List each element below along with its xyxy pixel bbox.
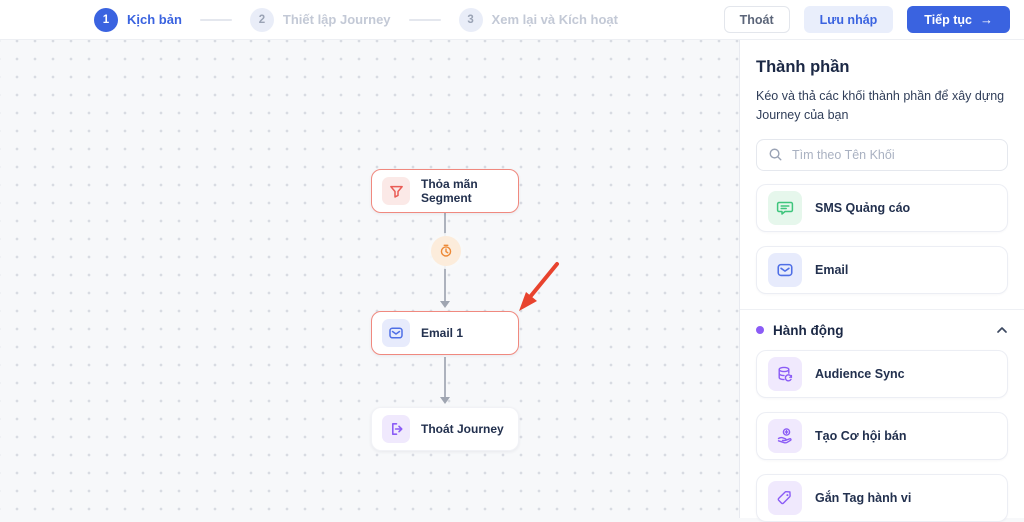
block-label: Audience Sync [815,366,905,381]
section-label: Hành động [773,322,844,338]
exit-button[interactable]: Thoát [723,6,790,33]
connector-line [444,357,446,398]
block-label: Tạo Cơ hội bán [815,428,907,443]
step-xem-lai[interactable]: 3 Xem lại và Kích hoạt [458,7,618,32]
step-2-number: 2 [249,7,274,32]
journey-canvas[interactable]: Thỏa mãn Segment Email 1 Thoát Journey [0,40,739,518]
section-bullet-icon [756,326,764,335]
step-divider [199,18,232,21]
header-actions: Thoát Lưu nháp Tiếp tục → [723,6,1024,33]
connector-arrowhead [440,397,450,404]
delay-icon [440,244,452,257]
funnel-icon [382,177,410,205]
chevron-up-icon[interactable] [996,324,1008,336]
search-icon [769,148,782,161]
step-2-label: Thiết lập Journey [282,12,391,27]
node-label: Email 1 [421,326,464,340]
node-label: Thoát Journey [421,422,504,436]
node-email-1[interactable]: Email 1 [371,311,519,355]
components-panel: Thành phần Kéo và thả các khối thành phầ… [739,40,1024,522]
step-3-label: Xem lại và Kích hoạt [491,12,618,27]
node-segment[interactable]: Thỏa mãn Segment [371,169,519,213]
exit-journey-icon [382,415,410,443]
section-hanh-dong[interactable]: Hành động [756,323,1008,338]
continue-button-label: Tiếp tục [924,12,972,27]
block-sms[interactable]: SMS Quảng cáo [756,183,1008,232]
connector-arrowhead [440,301,450,308]
arrow-right-icon: → [980,12,993,27]
email-icon [768,252,802,287]
block-email[interactable]: Email [756,245,1008,294]
audience-sync-icon [768,356,802,391]
step-thiet-lap-journey[interactable]: 2 Thiết lập Journey [249,7,391,32]
step-1-number: 1 [94,7,118,32]
save-draft-button[interactable]: Lưu nháp [803,6,894,33]
annotation-arrow [519,262,559,311]
block-label: Gắn Tag hành vi [815,490,912,505]
block-gan-tag-hanh-vi[interactable]: Gắn Tag hành vi [756,473,1008,522]
search-input[interactable] [792,147,996,162]
sales-opportunity-icon [768,418,802,453]
sms-icon [768,190,802,225]
email-icon [382,319,410,347]
step-1-label: Kịch bản [127,12,182,27]
block-tao-co-hoi-ban[interactable]: Tạo Cơ hội bán [756,411,1008,460]
block-audience-sync[interactable]: Audience Sync [756,349,1008,398]
node-label: Thỏa mãn Segment [421,177,478,205]
stepper: 1 Kịch bản 2 Thiết lập Journey 3 Xem lại… [94,7,618,32]
block-label: SMS Quảng cáo [815,200,911,215]
block-label: Email [815,262,849,277]
step-divider [408,18,441,21]
top-bar: 1 Kịch bản 2 Thiết lập Journey 3 Xem lại… [0,0,1024,40]
step-3-number: 3 [458,7,483,32]
panel-divider [740,308,1024,310]
tag-icon [768,480,802,515]
continue-button[interactable]: Tiếp tục → [907,6,1010,33]
block-search[interactable] [756,138,1008,171]
panel-title: Thành phần [756,58,850,76]
step-kich-ban[interactable]: 1 Kịch bản [94,7,182,32]
panel-description: Kéo và thả các khối thành phần để xây dự… [756,89,1005,123]
node-exit-journey[interactable]: Thoát Journey [371,407,519,451]
delay-node[interactable] [431,236,461,266]
